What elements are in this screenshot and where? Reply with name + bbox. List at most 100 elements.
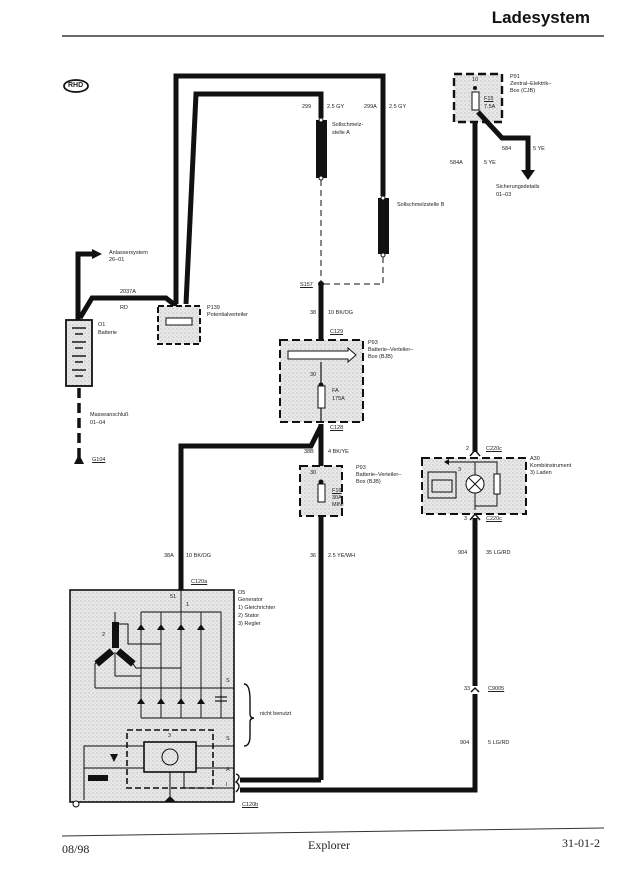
generator-name: Generator [238, 597, 263, 603]
wire-904-number: 904 [458, 550, 468, 556]
ground-id: G104 [92, 457, 106, 463]
cjb-name-1: Zentral–Elektrik– [510, 81, 552, 87]
wire-38a-number: 38A [164, 553, 174, 559]
wire-584-number: 584 [502, 146, 512, 152]
starter-label: Anlassersystem [109, 250, 148, 256]
cluster-pin-inner: 3 [458, 467, 462, 473]
wire-584a-number: 584A [450, 160, 463, 166]
wire-2037a [77, 295, 178, 320]
bjb2-pin: 30 [310, 470, 317, 476]
resistor-gen [88, 775, 108, 781]
wire-584 [476, 110, 531, 170]
generator-part-1: 1) Gleichrichter [238, 605, 276, 611]
p139-label: Potentialverteiler [207, 312, 248, 318]
busbar-arrow [287, 346, 357, 364]
wire-38-spec: 10 BK/OG [328, 310, 354, 316]
wire-904b-number: 904 [460, 740, 470, 746]
wire-584-spec: 5 YE [533, 146, 545, 152]
wire-36-number: 36 [310, 553, 317, 559]
cluster-id: A30 [530, 456, 540, 462]
splice-s157-label: S157 [300, 282, 313, 288]
wire-38a-spec: 10 BK/OG [186, 553, 212, 559]
stator-coil-1 [112, 622, 119, 648]
footer-date: 08/98 [62, 842, 90, 856]
regulator-ic [143, 741, 197, 773]
generator-terminal-51: 51 [170, 594, 177, 600]
fuse-f15-rating: 7.5A [484, 104, 496, 110]
wire-38-number: 38 [310, 310, 317, 316]
cjb-pin: 10 [472, 77, 479, 83]
wire-36-spec: 2.5 YE/WH [328, 553, 356, 559]
fuse-f16-rating: 30A [332, 495, 342, 501]
connector-c120b: C120b [242, 802, 259, 808]
fuse-f16-type: MINI [332, 502, 344, 508]
generator-part-3: 3) Regler [238, 621, 261, 627]
wire-299 [183, 91, 324, 305]
fuse-fa [317, 385, 326, 409]
bjb1-pin: 30 [310, 372, 317, 378]
fuse-f15-label: F15 [484, 96, 494, 102]
fuse-f16-label: F16 [332, 488, 342, 494]
stator-label: 2 [102, 632, 106, 638]
rhd-badge-label: RHD [68, 82, 84, 89]
generator-ground-icon [164, 796, 176, 802]
bjb1-name-2: Box (BJB) [368, 354, 393, 360]
fusible-link-b [378, 198, 389, 254]
battery-warning-icon [427, 471, 457, 499]
footer-model: Explorer [308, 838, 350, 852]
wire-299a [173, 73, 386, 304]
fuse-details-ref-2: 01–03 [496, 192, 512, 198]
battery-symbol [65, 319, 93, 387]
connector-c129: C129 [330, 329, 344, 335]
bjb2-name-1: Batterie–Verteiler– [356, 472, 402, 478]
wire-904-spec: 35 LG/RD [486, 550, 511, 556]
ground-ref: 01–04 [90, 420, 106, 426]
fusible-b-label: Sollschmelzstelle B [397, 202, 445, 208]
fuse-fa-label: FA [332, 388, 339, 394]
connector-c220c-top: C220c [486, 446, 502, 452]
cluster-pin-bottom: 3 [464, 516, 468, 522]
connector-c220c-bottom: C220c [486, 516, 502, 522]
connector-c120a: C120a [191, 579, 208, 585]
bjb2-name-2: Box (BJB) [356, 479, 381, 485]
wire-38a [178, 424, 324, 590]
terminal-s-1: S [226, 678, 230, 684]
arrow-starter-icon [92, 249, 102, 259]
rectifier-label: 1 [186, 602, 190, 608]
generator-id: O5 [238, 590, 246, 596]
fuse-details-ref-1: Sicherungsdetails [496, 184, 540, 190]
bjb2-id: P93 [356, 465, 366, 471]
wire-904b-spec: 5 LG/RD [488, 740, 510, 746]
ground-icon [74, 458, 84, 464]
wire-2037a-color: RD [120, 305, 128, 311]
fusible-a-label-2: stelle A [332, 130, 350, 136]
connector-c9005-label: C9005 [488, 686, 505, 692]
starter-ref: 26–01 [109, 257, 125, 263]
connector-c9005 [470, 687, 480, 693]
page-title: Ladesystem [491, 8, 590, 27]
brace [243, 683, 255, 747]
wire-dashed-b [321, 257, 384, 285]
wire-584a-spec: 5 YE [484, 160, 496, 166]
connector-c128: C128 [330, 425, 344, 431]
footer-page: 31-01-2 [562, 836, 600, 850]
p139-busbar [165, 317, 193, 326]
terminal-i: I [226, 782, 228, 788]
fuse-fa-rating: 175A [332, 396, 345, 402]
rhd-badge [63, 79, 89, 93]
bjb1-id: P93 [368, 340, 378, 346]
cluster-pin-top: 2 [466, 446, 470, 452]
wire-2037a-number: 2037A [120, 289, 136, 295]
cjb-id: P91 [510, 74, 520, 80]
battery-label: Batterie [98, 330, 117, 336]
wire-299a-number: 299A [364, 104, 377, 110]
transistor-icon [161, 748, 179, 766]
fuse-f15 [471, 91, 480, 111]
cluster-sub: 3) Laden [530, 470, 552, 476]
wire-299-spec: 2.5 GY [327, 104, 345, 110]
bjb1-name-1: Batterie–Verteiler– [368, 347, 414, 353]
c9005-pin: 33 [464, 686, 471, 692]
arrow-fuse-details-icon [521, 170, 535, 180]
stator-coil-3 [115, 648, 136, 667]
